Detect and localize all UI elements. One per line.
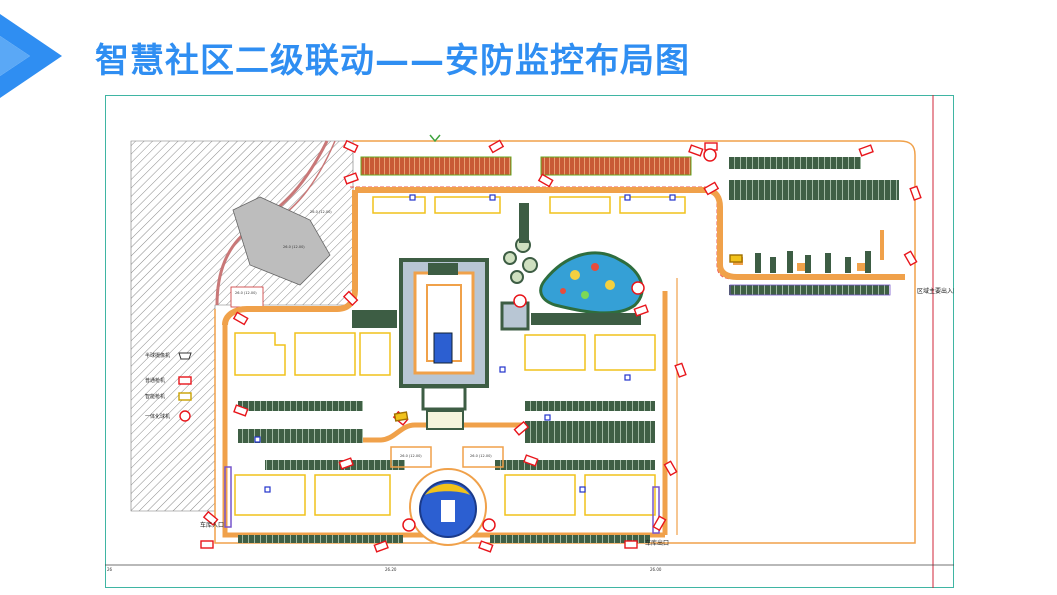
header-arrow-icon	[0, 14, 62, 98]
dome-camera-icon	[178, 352, 192, 360]
south-fountain	[409, 468, 487, 546]
parking-rows	[238, 157, 899, 543]
building-tag: 26.0 (12.00)	[235, 291, 257, 295]
legend-label-ptz: 一体化球机	[145, 413, 170, 420]
building-tag: 26.0 (12.00)	[310, 210, 332, 214]
camera-markers	[200, 139, 922, 553]
smart-bullet-camera-icon	[178, 392, 192, 401]
camera-legend: 半球摄像机 普通枪机 智能枪机 一体化球机	[145, 352, 192, 422]
security-layout-plan: 半球摄像机 普通枪机 智能枪机 一体化球机 区域主要出入口 车库入口 车库出口 …	[105, 95, 954, 588]
garage-entrance-label: 车库入口	[200, 521, 224, 529]
dimension-label: 26	[107, 567, 113, 572]
page-title: 智慧社区二级联动——安防监控布局图	[95, 41, 690, 81]
dimension-label: 26.00	[650, 567, 662, 572]
dimension-label: 26.20	[385, 567, 397, 572]
bullet-camera-icon	[178, 376, 192, 385]
ptz-dome-camera-icon	[179, 410, 191, 422]
legend-label-dome: 半球摄像机	[145, 352, 170, 359]
north-arrow-icon	[429, 134, 441, 143]
building-tag: 26.0 (12.00)	[470, 454, 492, 458]
building-tag: 26.0 (12.00)	[283, 245, 305, 249]
site-boundary	[214, 140, 916, 544]
legend-label-smart-bullet: 智能枪机	[145, 393, 165, 400]
garage-exit-label: 车库出口	[645, 539, 669, 547]
building-tag: 26.0 (12.00)	[400, 454, 422, 458]
east-entrance-label: 区域主要出入口	[917, 287, 954, 295]
legend-label-bullet: 普通枪机	[145, 377, 165, 384]
